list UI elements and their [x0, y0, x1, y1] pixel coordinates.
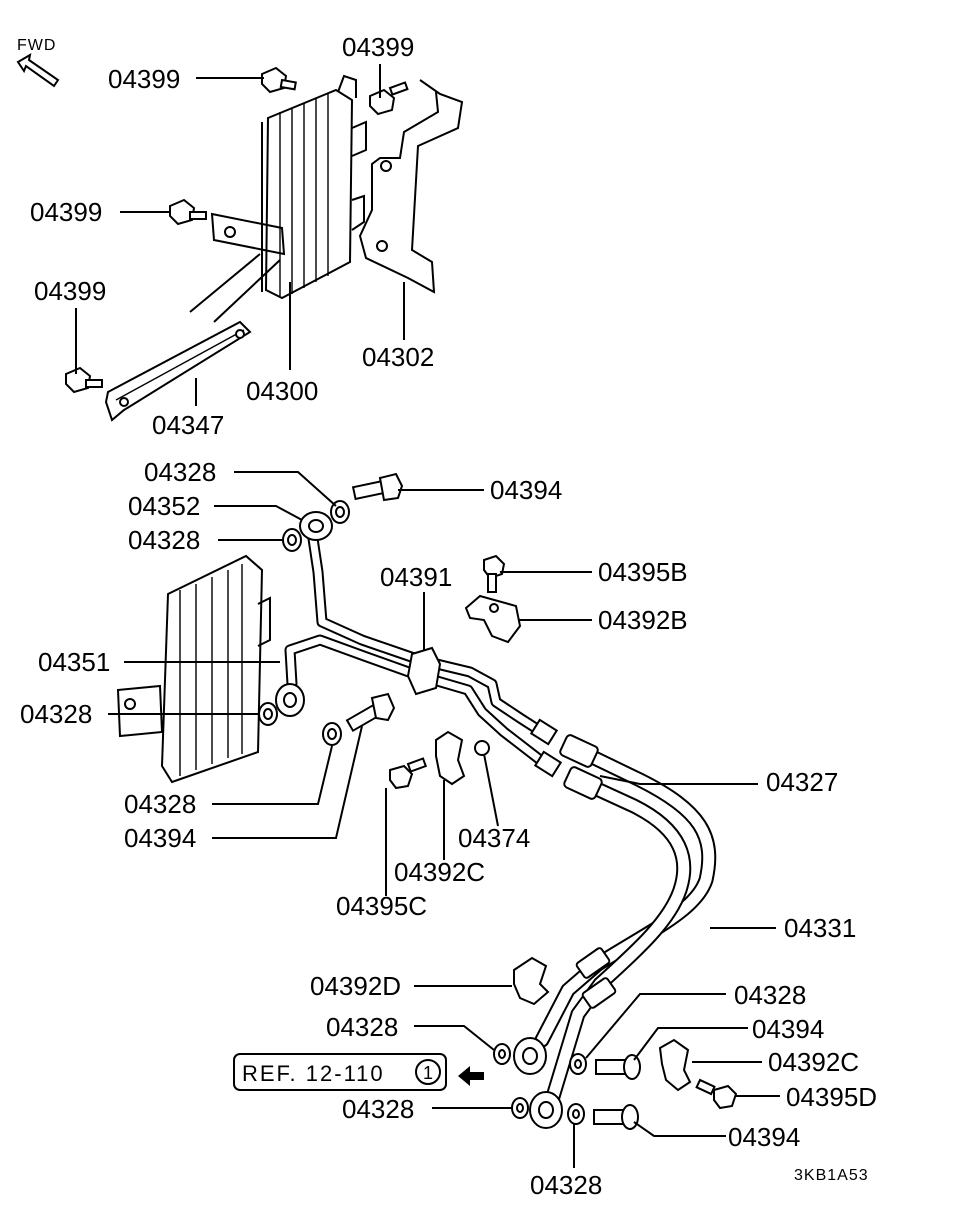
label-04394: 04394: [752, 1014, 824, 1044]
flange-bolt-icon: [695, 1078, 738, 1110]
hose-clip-d: [513, 956, 550, 1006]
label-04394: 04394: [124, 823, 196, 853]
label-04351: 04351: [38, 647, 110, 677]
reference-circle-number: 1: [423, 1063, 433, 1083]
banjo-eye-lower: [275, 683, 305, 717]
label-04328: 04328: [20, 699, 92, 729]
arrow-left-icon: [458, 1066, 484, 1086]
reference-text: REF. 12-110: [242, 1061, 385, 1086]
banjo-eye-hose-upper: [513, 1037, 547, 1075]
label-04328: 04328: [326, 1012, 398, 1042]
hose-fitting: [559, 734, 617, 1009]
label-04328: 04328: [342, 1094, 414, 1124]
flange-bolt-icon: [369, 81, 409, 116]
label-04391: 04391: [380, 562, 452, 592]
oil-pipe-upper: [306, 526, 554, 742]
washer-icon: [511, 1097, 529, 1119]
part-labels: 04399 04399 04399 04399 04302 04300 0434…: [20, 32, 877, 1200]
washer-icon: [330, 500, 350, 524]
washer-icon: [569, 1053, 587, 1075]
oil-hose-upper: [534, 744, 717, 1048]
label-04392C: 04392C: [768, 1047, 859, 1077]
hose-clip-c: [435, 730, 466, 786]
label-04394: 04394: [728, 1122, 800, 1152]
flange-bolt-icon: [261, 66, 297, 94]
cooler-bracket: [358, 79, 464, 294]
label-04394: 04394: [490, 475, 562, 505]
label-04374: 04374: [458, 823, 530, 853]
label-04395B: 04395B: [598, 557, 688, 587]
diagram-code: 3KB1A53: [794, 1167, 869, 1184]
label-04399: 04399: [108, 64, 180, 94]
eye-bolt-icon: [593, 1104, 639, 1130]
label-04302: 04302: [362, 342, 434, 372]
label-04395C: 04395C: [336, 891, 427, 921]
label-04331: 04331: [784, 913, 856, 943]
hose-clip-c2: [658, 1038, 692, 1092]
pipe-nut-upper: [529, 718, 559, 746]
grommet-icon: [474, 740, 490, 756]
oil-cooler-assembly: [189, 74, 367, 323]
label-04352: 04352: [128, 491, 200, 521]
fwd-label: FWD: [17, 37, 56, 54]
flange-bolt-icon: [65, 366, 103, 394]
fwd-indicator: FWD: [16, 37, 60, 88]
label-04328: 04328: [124, 789, 196, 819]
label-04399: 04399: [342, 32, 414, 62]
label-04395D: 04395D: [786, 1082, 877, 1112]
washer-icon: [282, 528, 302, 552]
label-04328: 04328: [144, 457, 216, 487]
label-04392D: 04392D: [310, 971, 401, 1001]
oil-cooler-ghost: [116, 554, 271, 784]
eye-bolt-icon: [595, 1054, 641, 1080]
reference-callout[interactable]: REF. 12-110 1: [233, 1053, 484, 1091]
flange-bolt-icon: [169, 198, 207, 226]
hose-bracket-b: [464, 594, 522, 644]
leader-lines: [75, 64, 780, 1168]
label-04392B: 04392B: [598, 605, 688, 635]
label-04347: 04347: [152, 410, 224, 440]
flange-bolt-icon: [389, 757, 428, 790]
label-04328: 04328: [530, 1170, 602, 1200]
pipe-nut-lower: [533, 750, 563, 778]
label-04399: 04399: [30, 197, 102, 227]
banjo-eye-hose-lower: [529, 1091, 563, 1129]
cooler-support-bar: [104, 320, 252, 422]
label-04392C: 04392C: [394, 857, 485, 887]
label-04328: 04328: [734, 980, 806, 1010]
washer-icon: [493, 1043, 511, 1065]
eye-bolt-icon: [345, 692, 396, 733]
fwd-arrow-icon: [16, 53, 60, 88]
flange-bolt-icon: [483, 554, 506, 593]
label-04327: 04327: [766, 767, 838, 797]
eye-bolt-icon: [351, 472, 404, 502]
washer-icon: [567, 1103, 585, 1125]
label-04328: 04328: [128, 525, 200, 555]
washer-icon: [258, 702, 278, 726]
label-04300: 04300: [246, 376, 318, 406]
pipe-clamp: [406, 646, 442, 696]
oil-hose-lower: [544, 776, 692, 1108]
banjo-eye-upper: [299, 511, 333, 541]
washer-icon: [322, 722, 342, 746]
label-04399: 04399: [34, 276, 106, 306]
